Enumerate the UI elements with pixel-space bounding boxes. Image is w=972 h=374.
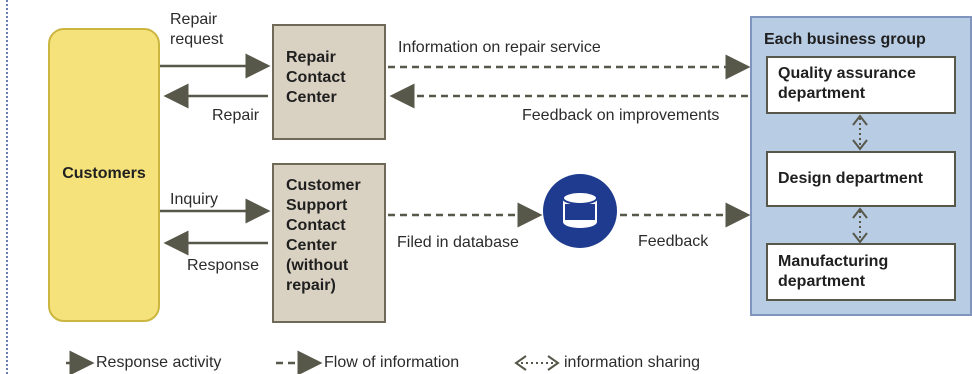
business-group-title: Each business group — [764, 31, 926, 48]
design-dept-node — [766, 151, 956, 207]
repair-request-label: Repair request — [170, 11, 224, 48]
manufacturing-dept-node — [766, 243, 956, 301]
left-dotted-divider — [6, 0, 8, 374]
design-dept-label: Design department — [778, 170, 923, 187]
filed-database-label: Filed in database — [397, 234, 519, 251]
quality-dept-label: Quality assurance department — [778, 65, 916, 102]
support-center-label: Customer Support Contact Center (without… — [286, 177, 361, 294]
legend-information-sharing-label: information sharing — [564, 354, 701, 371]
repair-center-label: Repair Contact Center — [286, 49, 346, 106]
database-icon — [543, 174, 617, 248]
support-center-node — [272, 163, 386, 323]
inquiry-label: Inquiry — [170, 191, 219, 208]
response-label: Response — [187, 257, 260, 274]
info-repair-service-label: Information on repair service — [398, 39, 601, 56]
manufacturing-dept-label: Manufacturing department — [778, 253, 889, 290]
legend-flow-information-label: Flow of information — [324, 354, 460, 371]
customers-label: Customers — [62, 165, 146, 182]
quality-dept-node — [766, 56, 956, 114]
repair-label: Repair — [212, 107, 260, 124]
legend-response-activity-label: Response activity — [96, 354, 222, 371]
customers-node — [48, 28, 160, 322]
repair-center-node — [272, 24, 386, 140]
legend-dotted-arrowhead-right — [547, 355, 560, 371]
legend-dotted-arrowhead-left — [514, 355, 527, 371]
feedback-improvements-label: Feedback on improvements — [522, 107, 720, 124]
feedback-label: Feedback — [638, 233, 709, 250]
